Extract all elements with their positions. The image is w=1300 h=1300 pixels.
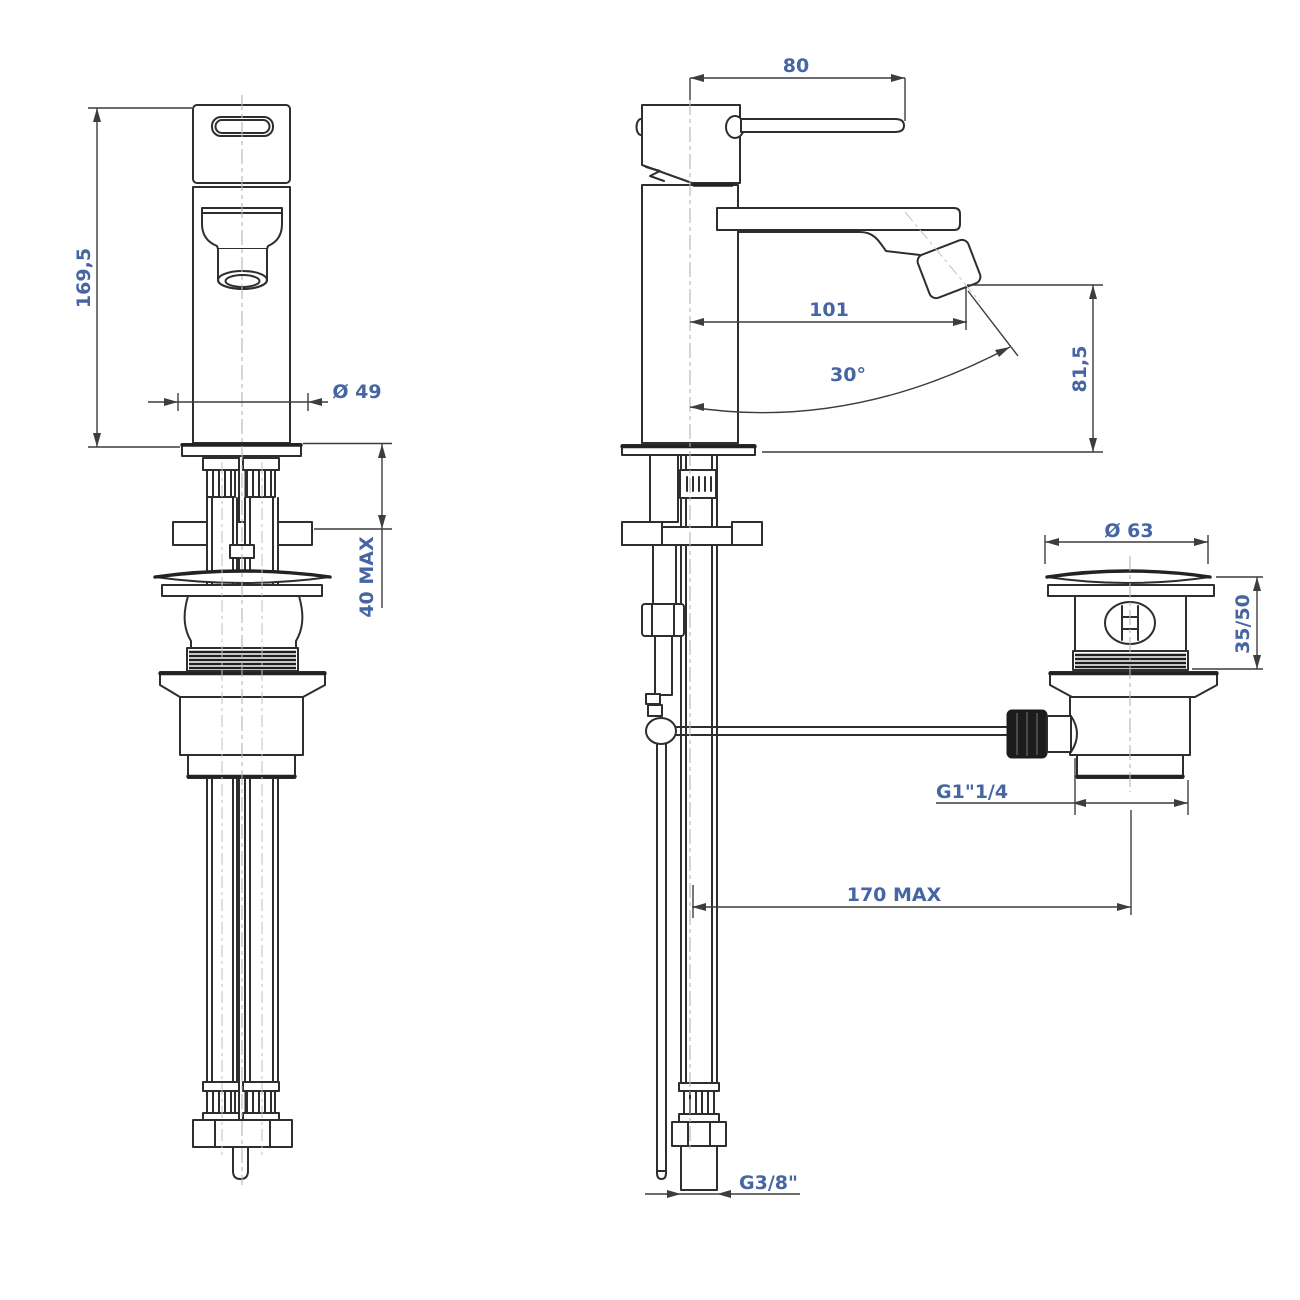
dim-height-label: 169,5 [73, 248, 95, 308]
dim-handle-length: 80 [689, 55, 906, 121]
waste-body [1045, 569, 1219, 779]
dim-mounting-depth: 35/50 [1192, 576, 1263, 670]
dim-drain-thread-label: G1"1/4 [936, 781, 1008, 803]
front-valve-connectors [202, 457, 280, 498]
dim-body-diameter-label: Ø 49 [332, 381, 381, 403]
handle-base [641, 104, 741, 184]
dim-deck-thickness-label: 40 MAX [356, 536, 378, 618]
dim-flange-diameter-label: Ø 63 [1104, 520, 1153, 542]
side-mounting-plate [621, 521, 763, 546]
dim-supply-thread-label: G3/8" [739, 1172, 798, 1194]
dim-deck-thickness: 40 MAX [303, 442, 392, 618]
waste-rod-connector [1006, 709, 1078, 759]
rod-tip [232, 1146, 249, 1180]
spout [716, 207, 961, 231]
side-faucet-body [620, 104, 982, 456]
side-rod-coupler [679, 469, 717, 499]
front-waste-assembly [153, 569, 332, 779]
dim-body-diameter: Ø 49 [148, 381, 382, 411]
aerator [916, 238, 982, 300]
side-hose-end [671, 1082, 727, 1191]
dim-spout-angle-label: 30° [830, 364, 866, 386]
aerator-axis [904, 211, 981, 303]
lever-handle [740, 118, 905, 133]
dim-height: 169,5 [73, 107, 192, 448]
dim-flange-diameter: Ø 63 [1044, 520, 1209, 564]
dim-rod-reach-label: 170 MAX [847, 884, 942, 906]
front-view: 169,5 Ø 49 40 MAX [73, 95, 392, 1185]
side-supply-hose [680, 452, 718, 1084]
dim-drain-thread: G1"1/4 [936, 758, 1189, 815]
dim-rod-reach: 170 MAX [692, 810, 1132, 918]
dim-handle-length-label: 80 [783, 55, 809, 77]
side-popup-linkage [641, 544, 1011, 1180]
dim-mounting-depth-label: 35/50 [1232, 594, 1254, 654]
dim-supply-thread: G3/8" [645, 1172, 800, 1198]
rod-swivel [645, 717, 677, 745]
dim-spout-angle: 30° [689, 290, 1019, 414]
waste-detail-view: Ø 63 35/50 G1"1/4 [936, 520, 1263, 815]
side-view: 80 101 30° 81,5 [620, 55, 1132, 1198]
dim-spout-reach: 101 [690, 288, 967, 330]
dim-spout-reach-label: 101 [809, 299, 849, 321]
dim-spout-height-label: 81,5 [1069, 346, 1091, 393]
side-shank [649, 452, 679, 523]
dim-spout-height: 81,5 [762, 284, 1103, 453]
